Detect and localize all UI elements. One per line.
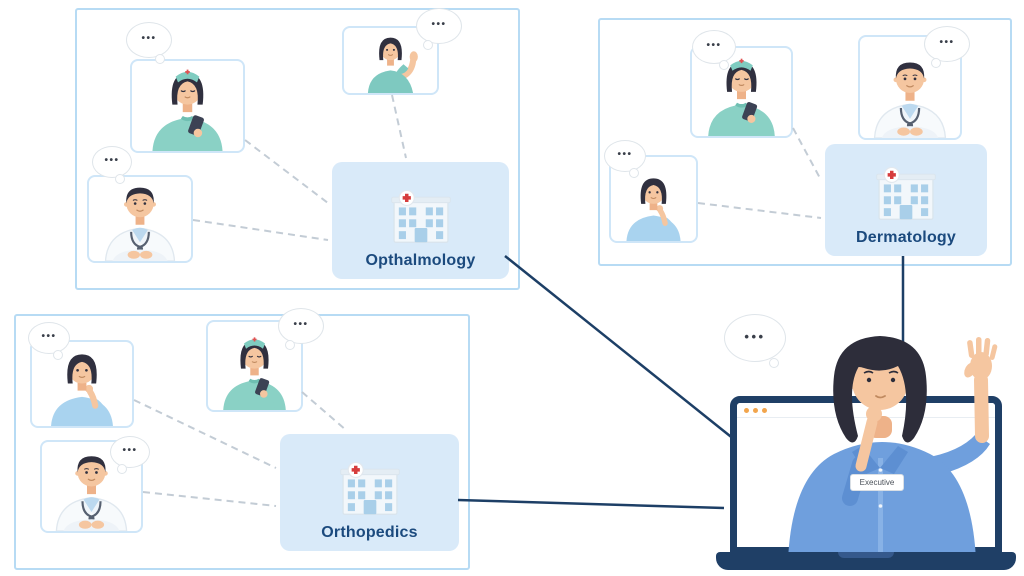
open-palm: [964, 337, 998, 380]
member-card-doctor: [87, 175, 193, 263]
speech-dots: •••: [141, 32, 157, 44]
speech-dots: •••: [293, 318, 309, 330]
nurse-with-phone-illustration: [132, 61, 243, 151]
woman-illustration: [32, 342, 132, 426]
speech-bubble: •••: [126, 22, 172, 64]
hospital-icon: [332, 462, 408, 519]
speech-dots: •••: [122, 444, 138, 456]
speech-bubble: •••: [110, 436, 150, 474]
department-node-opthalmology: Opthalmology: [332, 162, 509, 279]
speech-dots: •••: [617, 148, 633, 160]
speech-bubble: •••: [28, 322, 70, 360]
speech-bubble: •••: [416, 8, 462, 50]
department-group-orthopedics: Orthopedics: [14, 314, 470, 570]
executive-woman-illustration: [788, 336, 998, 560]
executive-badge-label: Executive: [859, 478, 895, 487]
speech-dots: •••: [104, 154, 120, 166]
member-card-nurse: [690, 46, 793, 138]
hospital-icon: [868, 167, 944, 224]
speech-dots: •••: [706, 39, 722, 51]
speech-dots: •••: [41, 330, 57, 342]
speech-dots: •••: [744, 329, 766, 344]
department-label-dermatology: Dermatology: [856, 229, 956, 246]
member-card-woman: [30, 340, 134, 428]
speech-bubble: •••: [692, 30, 736, 70]
member-card-doctor: [40, 440, 143, 533]
department-label-orthopedics: Orthopedics: [321, 524, 418, 541]
department-node-orthopedics: Orthopedics: [280, 434, 459, 551]
department-group-opthalmology: Opthalmology: [75, 8, 520, 290]
hospital-icon: [383, 190, 459, 247]
speech-bubble: •••: [604, 140, 646, 178]
doctor-illustration: [89, 177, 191, 261]
executive-badge: Executive: [850, 474, 904, 491]
speech-dots: •••: [431, 18, 447, 30]
speech-bubble: •••: [92, 146, 132, 184]
department-label-opthalmology: Opthalmology: [365, 252, 476, 269]
speech-bubble: •••: [278, 308, 324, 350]
speech-bubble: •••: [924, 26, 970, 68]
laptop-base: [716, 552, 1016, 570]
department-node-dermatology: Dermatology: [825, 144, 987, 256]
browser-dot-icon: [762, 407, 767, 413]
member-card-nurse: [130, 59, 245, 153]
browser-dot-icon: [753, 407, 758, 413]
speech-dots: •••: [939, 36, 955, 48]
speech-bubble-executive: •••: [724, 314, 786, 368]
